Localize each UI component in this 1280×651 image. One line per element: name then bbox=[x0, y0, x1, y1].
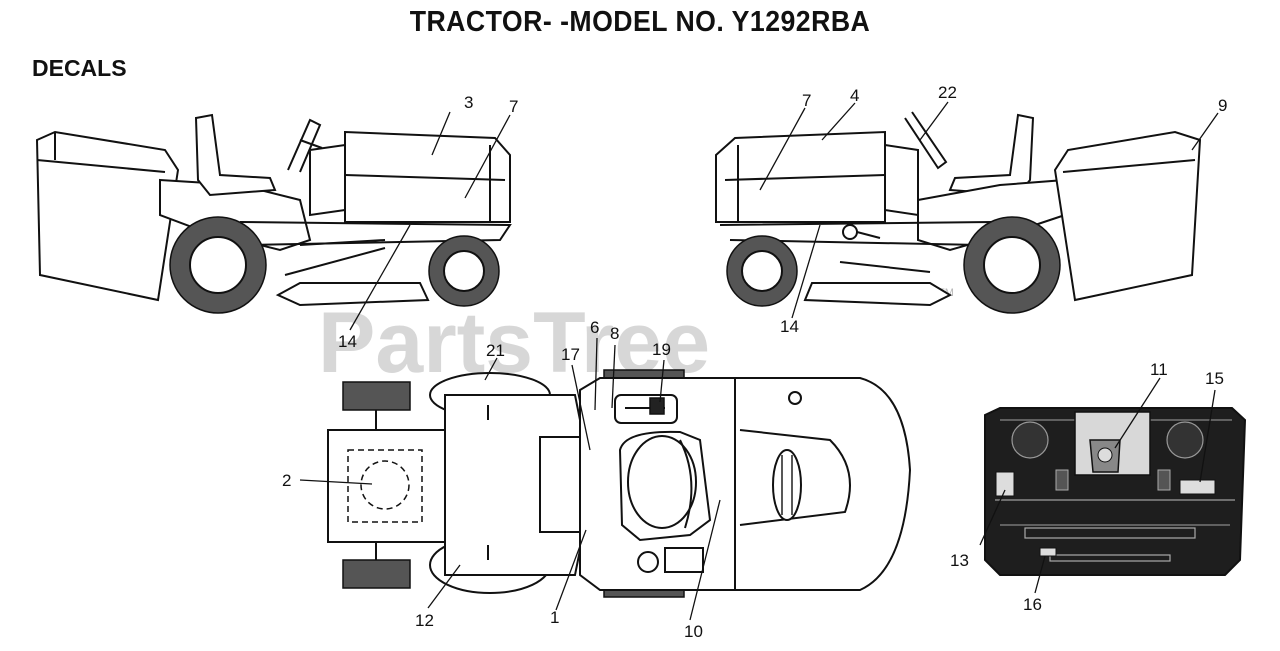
mower-deck-view bbox=[984, 407, 1247, 576]
callout-7-right: 7 bbox=[802, 91, 811, 110]
callout-6: 6 bbox=[590, 318, 599, 337]
callout-2: 2 bbox=[282, 471, 291, 490]
callout-8: 8 bbox=[610, 324, 619, 343]
tractor-top-view bbox=[327, 369, 912, 598]
callout-4: 4 bbox=[850, 86, 859, 105]
callout-15: 15 bbox=[1205, 369, 1224, 388]
tractor-right-side-view bbox=[715, 111, 1202, 314]
section-label: DECALS bbox=[32, 55, 127, 81]
callout-7-left: 7 bbox=[509, 97, 518, 116]
callout-10: 10 bbox=[684, 622, 703, 641]
callout-1: 1 bbox=[550, 608, 559, 627]
tractor-left-side-view bbox=[35, 113, 512, 314]
callout-13: 13 bbox=[950, 551, 969, 570]
callout-9: 9 bbox=[1218, 96, 1227, 115]
callout-14-right: 14 bbox=[780, 317, 799, 336]
callout-12: 12 bbox=[415, 611, 434, 630]
callout-11: 11 bbox=[1150, 360, 1168, 379]
callout-19: 19 bbox=[652, 340, 671, 359]
callout-21: 21 bbox=[486, 341, 505, 360]
callout-22: 22 bbox=[938, 83, 957, 102]
callout-14-left: 14 bbox=[338, 332, 357, 351]
callout-16: 16 bbox=[1023, 595, 1042, 614]
callout-labels: 3 7 14 7 4 22 9 14 2 12 1 10 17 6 8 19 2… bbox=[282, 83, 1227, 641]
callout-3: 3 bbox=[464, 93, 473, 112]
leader-lines bbox=[299, 101, 1219, 621]
diagram-title: TRACTOR- -MODEL NO. Y1292RBA bbox=[409, 6, 871, 38]
callout-17: 17 bbox=[561, 345, 580, 364]
